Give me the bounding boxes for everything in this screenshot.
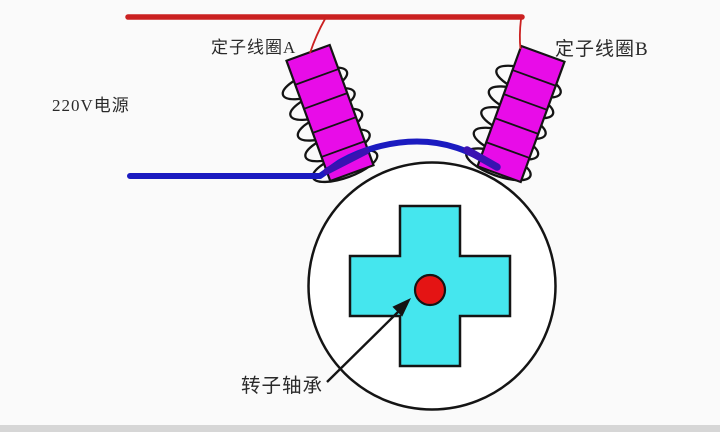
live-wire-tap-coil-a (309, 18, 326, 54)
live-wire-tap-coil-b (518, 18, 522, 50)
bottom-edge-bar (0, 425, 720, 432)
power-source-label: 220V电源 (52, 96, 130, 115)
bearing-pointer-arrowhead (392, 298, 411, 317)
coil-b-segment-lines (485, 69, 557, 159)
bearing-pointer-line (326, 310, 400, 383)
rotor-bearing-dot (413, 273, 447, 307)
stator-coil-a-label: 定子线圈A (211, 38, 296, 57)
stator-coil-a (281, 43, 379, 184)
neutral-wire-under-coil-b (463, 146, 501, 171)
neutral-wire-over-coil-a (323, 147, 370, 175)
coil-b-core (476, 44, 566, 184)
stator-coil-b-label: 定子线圈B (555, 38, 649, 60)
coil-a-segment-lines (294, 68, 366, 158)
coil-a-core (285, 43, 375, 183)
rotor-bearing-label: 转子轴承 (241, 375, 323, 397)
